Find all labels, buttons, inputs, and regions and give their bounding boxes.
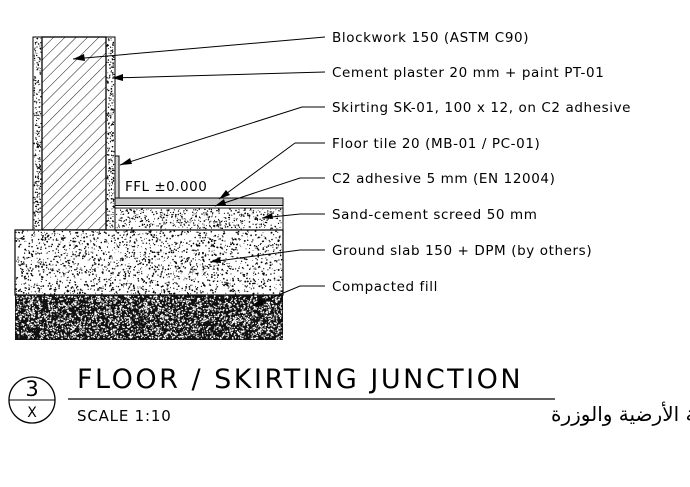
callout-slab: Ground slab 150 + DPM (by others) — [332, 243, 592, 259]
callout-screed: Sand-cement screed 50 mm — [332, 207, 538, 223]
callout-plaster: Cement plaster 20 mm + paint PT-01 — [332, 65, 604, 81]
detail-sheet-ref: X — [27, 405, 37, 421]
floor-tile — [114, 197, 284, 206]
callout-labels: Blockwork 150 (ASTM C90) Cement plaster … — [332, 30, 631, 295]
compacted-fill — [15, 295, 283, 340]
screed-layer — [114, 207, 284, 231]
detail-title: FLOOR / SKIRTING JUNCTION — [77, 364, 523, 395]
detail-number: 3 — [25, 377, 38, 401]
detail-title-arabic: تفصيلة الأرضية والوزرة — [551, 402, 690, 426]
callout-skirting: Skirting SK-01, 100 x 12, on C2 adhesive — [332, 100, 631, 116]
leader-arrowheads — [73, 54, 273, 306]
leader-lines — [72, 36, 326, 307]
skirting — [114, 155, 120, 199]
callout-fill: Compacted fill — [332, 279, 438, 295]
scale-label: SCALE 1:10 — [77, 407, 172, 425]
callout-tile: Floor tile 20 (MB-01 / PC-01) — [332, 136, 540, 152]
callout-blockwork: Blockwork 150 (ASTM C90) — [332, 30, 529, 46]
detail-bubble: 3 X — [8, 376, 56, 424]
callout-adhesive: C2 adhesive 5 mm (EN 12004) — [332, 171, 555, 187]
ground-slab — [14, 229, 284, 296]
ffl-level-mark: FFL ±0.000 — [125, 179, 207, 195]
blockwork-wall — [41, 36, 107, 231]
